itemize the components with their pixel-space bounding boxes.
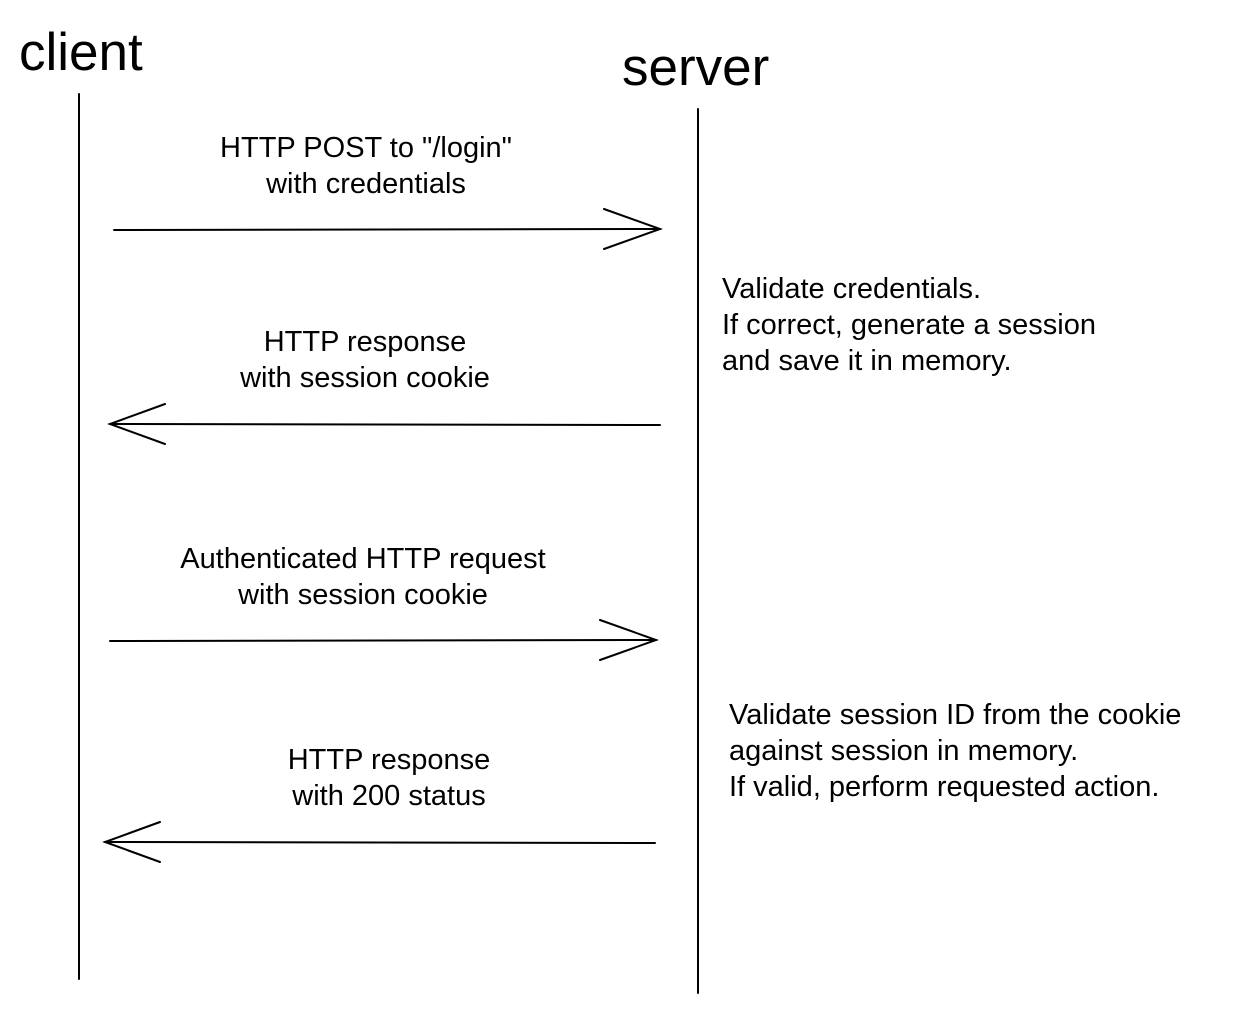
message-label-2: HTTP response with session cookie [224, 324, 506, 396]
message-2-line-2: with session cookie [240, 362, 490, 394]
message-label-1: HTTP POST to "/login" with credentials [203, 130, 529, 202]
server-lifeline-title: server [622, 38, 770, 97]
note-2-line-1: Validate session ID from the cookie [729, 699, 1182, 731]
note-1-line-1: Validate credentials. [722, 273, 982, 305]
server-note-1: Validate credentials. If correct, genera… [722, 271, 1096, 379]
message-arrow-4 [102, 821, 656, 863]
message-4-line-2: with 200 status [292, 780, 486, 812]
note-1-line-3: and save it in memory. [722, 345, 1012, 377]
message-arrow-1 [113, 208, 663, 250]
message-label-3: Authenticated HTTP request with session … [157, 541, 569, 613]
note-1-line-2: If correct, generate a session [722, 309, 1096, 341]
note-2-line-2: against session in memory. [729, 735, 1079, 767]
client-lifeline-title: client [19, 23, 143, 82]
message-3-line-2: with session cookie [238, 579, 488, 611]
message-1-line-1: HTTP POST to "/login" [220, 132, 512, 164]
message-1-line-2: with credentials [266, 168, 466, 200]
message-3-line-1: Authenticated HTTP request [180, 543, 546, 575]
message-4-line-1: HTTP response [287, 744, 491, 776]
note-2-line-3: If valid, perform requested action. [729, 771, 1160, 803]
message-arrow-3 [109, 619, 659, 661]
message-arrow-2 [107, 403, 661, 445]
message-2-line-1: HTTP response [263, 326, 467, 358]
server-note-2: Validate session ID from the cookie agai… [729, 697, 1181, 805]
message-label-4: HTTP response with 200 status [271, 742, 507, 814]
